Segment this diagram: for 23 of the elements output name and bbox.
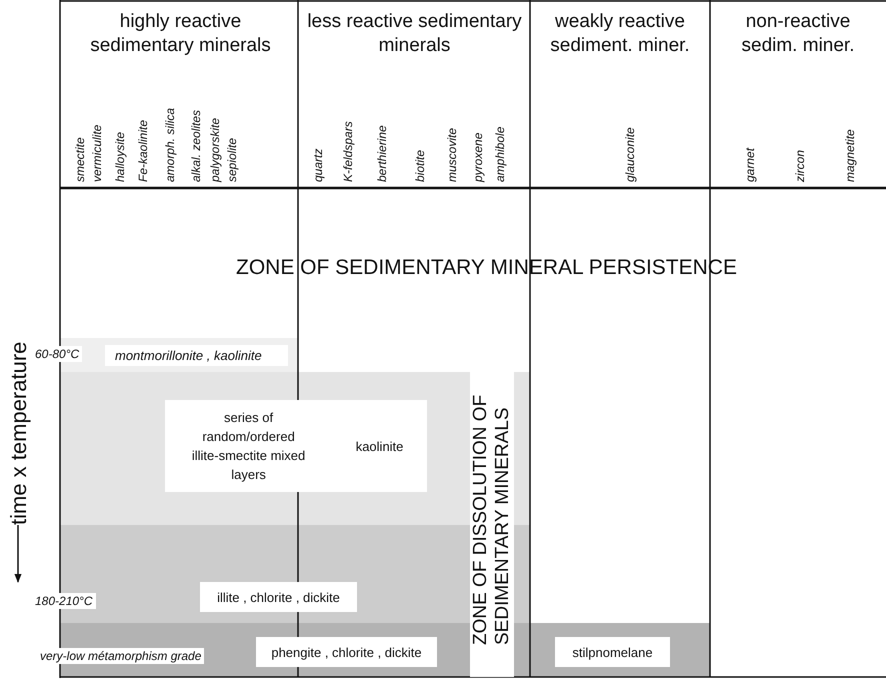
temperature-label: very-low métamorphism grade <box>38 648 204 664</box>
axis-title: time x temperature <box>6 340 32 525</box>
label-box <box>470 372 514 677</box>
label-box: stilpnomelane <box>555 637 670 667</box>
mineral-name: smectite vermiculite <box>72 124 105 182</box>
mineral-name: pyroxene <box>470 132 486 182</box>
temperature-label: 180-210°C <box>33 593 96 609</box>
zone-title: ZONE OF DISSOLUTION OF SEDIMENTARY MINERALS <box>470 393 514 644</box>
column-heading: non-reactive sedim. miner. <box>740 10 856 58</box>
column-heading: less reactive sedimentary minerals <box>306 10 523 58</box>
label-box: illite , chlorite , dickite <box>200 582 357 612</box>
mineral-name: K-feldspars <box>340 120 356 182</box>
column-heading: weakly reactive sediment. miner. <box>549 10 691 58</box>
label-box: montmorillonite , kaolinite <box>105 345 288 366</box>
label-box <box>165 400 427 492</box>
box-text: kaolinite <box>356 438 404 454</box>
box-text: series of random/ordered illite-smectite mixed layers <box>190 409 306 484</box>
mineral-name: amphibole <box>492 126 508 182</box>
mineral-name: palygorskite sepiolite <box>207 116 240 182</box>
label-box: phengite , chlorite , dickite <box>256 637 437 667</box>
mineral-name: quartz <box>310 148 326 182</box>
column-heading: highly reactive sedimentary minerals <box>89 10 272 58</box>
temperature-label: 60-80°C <box>33 346 82 362</box>
